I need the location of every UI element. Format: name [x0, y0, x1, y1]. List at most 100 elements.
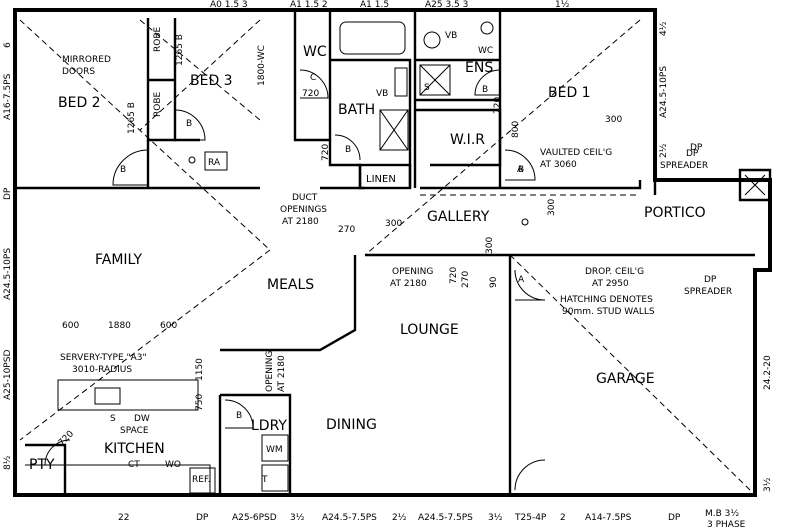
- bedroom-zone-wall: [15, 180, 642, 190]
- at2950-label: AT 2950: [592, 279, 629, 289]
- ceiling-line-2: [19, 249, 271, 441]
- laundry-tub: [261, 464, 289, 492]
- dim-720e: 720: [57, 429, 76, 448]
- bath-door: [334, 134, 361, 161]
- opening-vertical-label: OPENING: [265, 351, 275, 392]
- fridge-space: [189, 467, 216, 494]
- garage-side-door: [514, 459, 546, 491]
- left-dim-6: 8½: [3, 455, 13, 470]
- bathtub: [339, 21, 406, 55]
- dim-800: 800: [511, 121, 521, 138]
- room-garage: GARAGE: [596, 371, 655, 387]
- ceiling-line-1: [19, 19, 271, 251]
- bottom-dim-5: A24.5-7.5PS: [322, 513, 377, 523]
- sink-label: S: [110, 414, 116, 424]
- room-wir: W.I.R: [450, 132, 485, 148]
- ct-label: CT: [128, 460, 140, 470]
- dim-90: 90: [489, 276, 499, 288]
- spreader-top-label: SPREADER: [660, 161, 708, 171]
- spreader-mid-label: SPREADER: [684, 287, 732, 297]
- bath-shower-x2: [379, 109, 409, 151]
- room-pty: PTY: [29, 457, 55, 473]
- room-family: FAMILY: [95, 252, 142, 268]
- at3060-label: AT 3060: [540, 160, 577, 170]
- laundry-wall: [218, 393, 292, 495]
- laundry-door: [224, 399, 254, 429]
- top-dim-1: A0 1.5 3: [210, 0, 248, 10]
- room-portico: PORTICO: [644, 205, 706, 221]
- dim-270b: 270: [461, 271, 471, 288]
- bath-vb-label: VB: [376, 89, 388, 99]
- openings-label: OPENINGS: [280, 205, 327, 215]
- left-dim-3: DP: [3, 187, 13, 200]
- right-dim-4: DP: [690, 143, 703, 153]
- pantry-wall: [25, 443, 67, 495]
- bed3-door-b: B: [186, 119, 192, 129]
- at2180b-label: AT 2180: [390, 279, 427, 289]
- bed1-door: [504, 149, 536, 181]
- dp-top-label: DP: [686, 149, 699, 159]
- wc-door-c: C: [310, 73, 316, 83]
- doors-label: DOORS: [62, 67, 95, 77]
- radius-label: 3010-RADIUS: [72, 365, 132, 375]
- ceiling-line-3: [364, 19, 641, 256]
- ceiling-line-6: [139, 19, 261, 131]
- ens-vb-label: VB: [445, 31, 457, 41]
- bottom-dim-9: T25-4P: [514, 513, 547, 523]
- garage-wall: [508, 253, 755, 495]
- ens-door: [474, 69, 501, 96]
- room-meals: MEALS: [267, 277, 314, 293]
- room-lounge: LOUNGE: [400, 322, 459, 338]
- gallery-door-a: A: [517, 165, 524, 175]
- smoke-detector-icon: [188, 156, 196, 164]
- drop-label: DROP. CEIL'G: [585, 267, 644, 277]
- room-bed2: BED 2: [58, 95, 101, 111]
- garage-door-a: A: [518, 275, 525, 285]
- dim-720c: 720: [493, 97, 503, 114]
- kitchen-area-wall: [220, 255, 357, 352]
- right-dim-5: 24.2-20: [763, 355, 773, 390]
- dim-1265b-2: 1265 B: [127, 102, 137, 134]
- ens-shower: [419, 64, 451, 96]
- ens-door-b: B: [482, 85, 488, 95]
- dim-300b: 300: [385, 219, 402, 229]
- servery-label: SERVERY-TYPE "A3": [60, 353, 147, 363]
- opening2-label: OPENING: [392, 267, 433, 277]
- dp-mid-label: DP: [704, 275, 717, 285]
- bath-vanity: [394, 67, 408, 97]
- kitchen-bench: [57, 379, 199, 411]
- room-kitchen: KITCHEN: [104, 441, 165, 457]
- room-ldry: LDRY: [251, 418, 287, 434]
- ra-box: [204, 151, 228, 171]
- wir-wall: [415, 108, 502, 167]
- room-gallery: GALLERY: [427, 209, 490, 225]
- top-dim-2: A1 1.5 2: [290, 0, 328, 10]
- ens-basin: [423, 31, 441, 49]
- tub-label: T: [261, 475, 268, 485]
- kitchen-sink: [94, 387, 121, 405]
- dim-300d: 300: [485, 237, 495, 254]
- room-bed1: BED 1: [548, 85, 591, 101]
- vaulted-label: VAULTED CEIL'G: [540, 148, 612, 158]
- bottom-dim-7: A24.5-7.5PS: [418, 513, 473, 523]
- left-dim-5: A25-10PSD: [3, 350, 13, 400]
- right-dim-1: 4½: [659, 21, 669, 36]
- bed1-door-b: B: [518, 165, 524, 175]
- ens-shower-x2: [419, 64, 451, 96]
- wc-door: [299, 69, 329, 99]
- bottom-dim-2: DP: [196, 513, 209, 523]
- dim-300c: 300: [547, 199, 557, 216]
- room-bed3: BED 3: [190, 73, 233, 89]
- bed3-wall: [146, 138, 200, 188]
- bottom-dim-11: A14-7.5PS: [585, 513, 632, 523]
- bed2-door-b: B: [120, 165, 126, 175]
- left-dim-1: 6: [3, 42, 13, 48]
- downpipe-mark-2: [744, 174, 766, 196]
- dim-1265b: 1265 B: [175, 34, 185, 66]
- kitchen-counter: [25, 464, 211, 495]
- dim-720d: 720: [449, 267, 459, 284]
- dim-1880: 1880: [108, 321, 131, 331]
- dim-750: 750: [195, 394, 205, 411]
- ens-toilet: [480, 21, 494, 35]
- wm-label: WM: [266, 445, 283, 455]
